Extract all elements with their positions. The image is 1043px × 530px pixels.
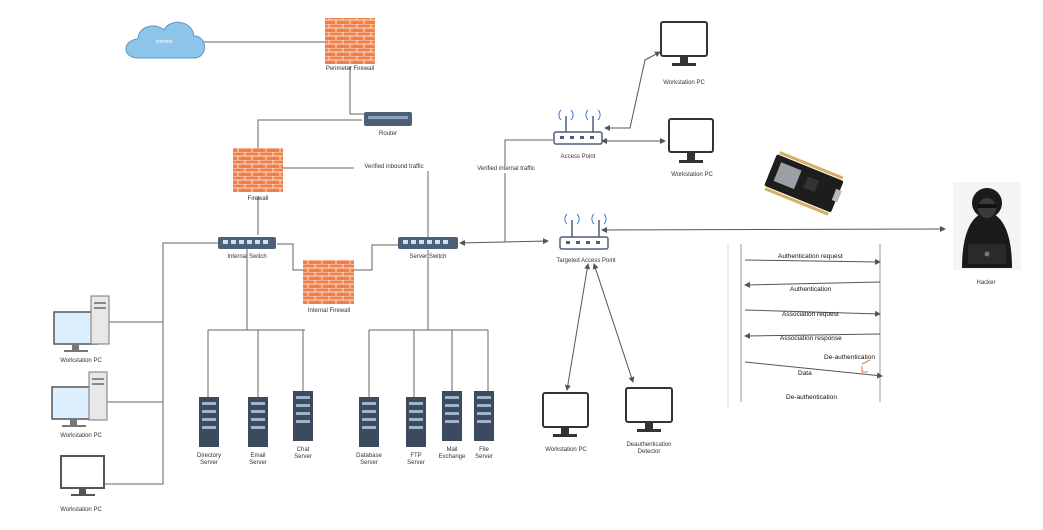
workstation-top-icon — [660, 21, 708, 66]
database-server-icon — [359, 397, 379, 447]
link-perimeter-router — [349, 66, 364, 115]
seq-deauth-bottom: De-authentication — [786, 394, 837, 401]
directory-server-label: Directory Server — [196, 453, 221, 466]
ftp-server-label: FTP Server — [407, 453, 425, 466]
file-server-label: File Server — [475, 447, 493, 460]
chat-server-icon — [293, 391, 313, 441]
internal-switch-icon — [218, 237, 276, 249]
hacker-icon — [953, 182, 1021, 270]
workstation-right-icon — [668, 118, 714, 163]
arrow-ap-ws-top — [604, 51, 661, 131]
access-point-label: Access Point — [560, 154, 596, 160]
server-switch-label: Server Switch — [409, 254, 447, 260]
seq-assoc-request: Association request — [782, 311, 839, 318]
link-firewall-serverswitch — [283, 167, 429, 238]
seq-auth-request: Authentication request — [778, 253, 843, 260]
ws-bottom-label: Workstation PC — [545, 447, 587, 453]
router-icon — [364, 112, 412, 126]
perimeter-firewall-label: Perimeter Firewall — [325, 66, 375, 72]
hacker-label: Hacker — [976, 280, 996, 286]
workstation-left2-icon — [51, 371, 108, 427]
deauth-detector-label: Deauthentication Detector — [626, 442, 672, 455]
arrow-serverswitch-targetedap — [459, 238, 549, 246]
database-server-label: Database Server — [356, 453, 382, 466]
router-label: Router — [378, 131, 397, 137]
firewall-label: Firewall — [247, 196, 269, 202]
verified-inbound-label: Verified inbound traffic — [354, 164, 434, 171]
internal-firewall-label: Internal Firewall — [307, 308, 351, 314]
ws-left1-label: Workstation PC — [60, 358, 102, 364]
ftp-server-icon — [406, 397, 426, 447]
internal-firewall-icon — [303, 260, 354, 304]
access-point-icon — [553, 109, 603, 145]
targeted-access-point-icon — [559, 213, 609, 250]
connection-lines — [98, 41, 600, 485]
directory-server-icon — [199, 397, 219, 447]
arrows — [459, 51, 946, 391]
esp-board-icon — [764, 151, 844, 216]
link-internalfirewall-serverswitch — [354, 244, 398, 271]
verified-internal-label: Verified internal traffic — [474, 166, 538, 173]
deauth-detector-icon — [625, 387, 673, 432]
server-racks — [199, 391, 494, 447]
seq-data: Data — [798, 370, 812, 377]
link-internalswitch-workstations — [98, 242, 218, 485]
ws-right-label: Workstation PC — [671, 172, 713, 178]
arrow-targetedap-ws-bottom — [564, 263, 591, 391]
ws-left2-label: Workstation PC — [60, 433, 102, 439]
perimeter-firewall-icon — [325, 18, 375, 64]
workstation-bottom-icon — [542, 392, 589, 437]
internal-switch-label: Internal Switch — [227, 254, 267, 260]
seq-authentication: Authentication — [790, 286, 832, 293]
link-router-firewall — [257, 119, 362, 148]
workstation-left1-icon — [53, 295, 110, 352]
ws-top-label: Workstation PC — [663, 80, 705, 86]
link-internalswitch-internalfirewall — [277, 243, 303, 271]
arrow-targetedap-detector — [592, 263, 635, 383]
seq-assoc-response: Association response — [780, 335, 842, 342]
link-serverswitch-accesspoint — [504, 139, 553, 242]
internet-cloud-icon — [125, 21, 205, 59]
mail-exchange-icon — [442, 391, 462, 441]
deauth-sequence-diagram — [727, 244, 883, 408]
targeted-ap-label: Targeted Access Point — [556, 258, 616, 264]
mail-exchange-label: Mail Exchange — [438, 447, 466, 460]
email-server-icon — [248, 397, 268, 447]
email-server-label: Email Server — [249, 453, 267, 466]
internet-label: Internet — [155, 39, 173, 45]
chat-server-label: Chat Server — [294, 447, 312, 460]
workstation-left3-icon — [60, 455, 105, 496]
file-server-icon — [474, 391, 494, 441]
arrow-targetedap-hacker — [601, 226, 946, 233]
seq-deauth: De-authentication — [824, 354, 875, 361]
firewall-icon — [233, 148, 283, 192]
ws-left3-label: Workstation PC — [60, 507, 102, 513]
server-switch-icon — [398, 237, 458, 249]
